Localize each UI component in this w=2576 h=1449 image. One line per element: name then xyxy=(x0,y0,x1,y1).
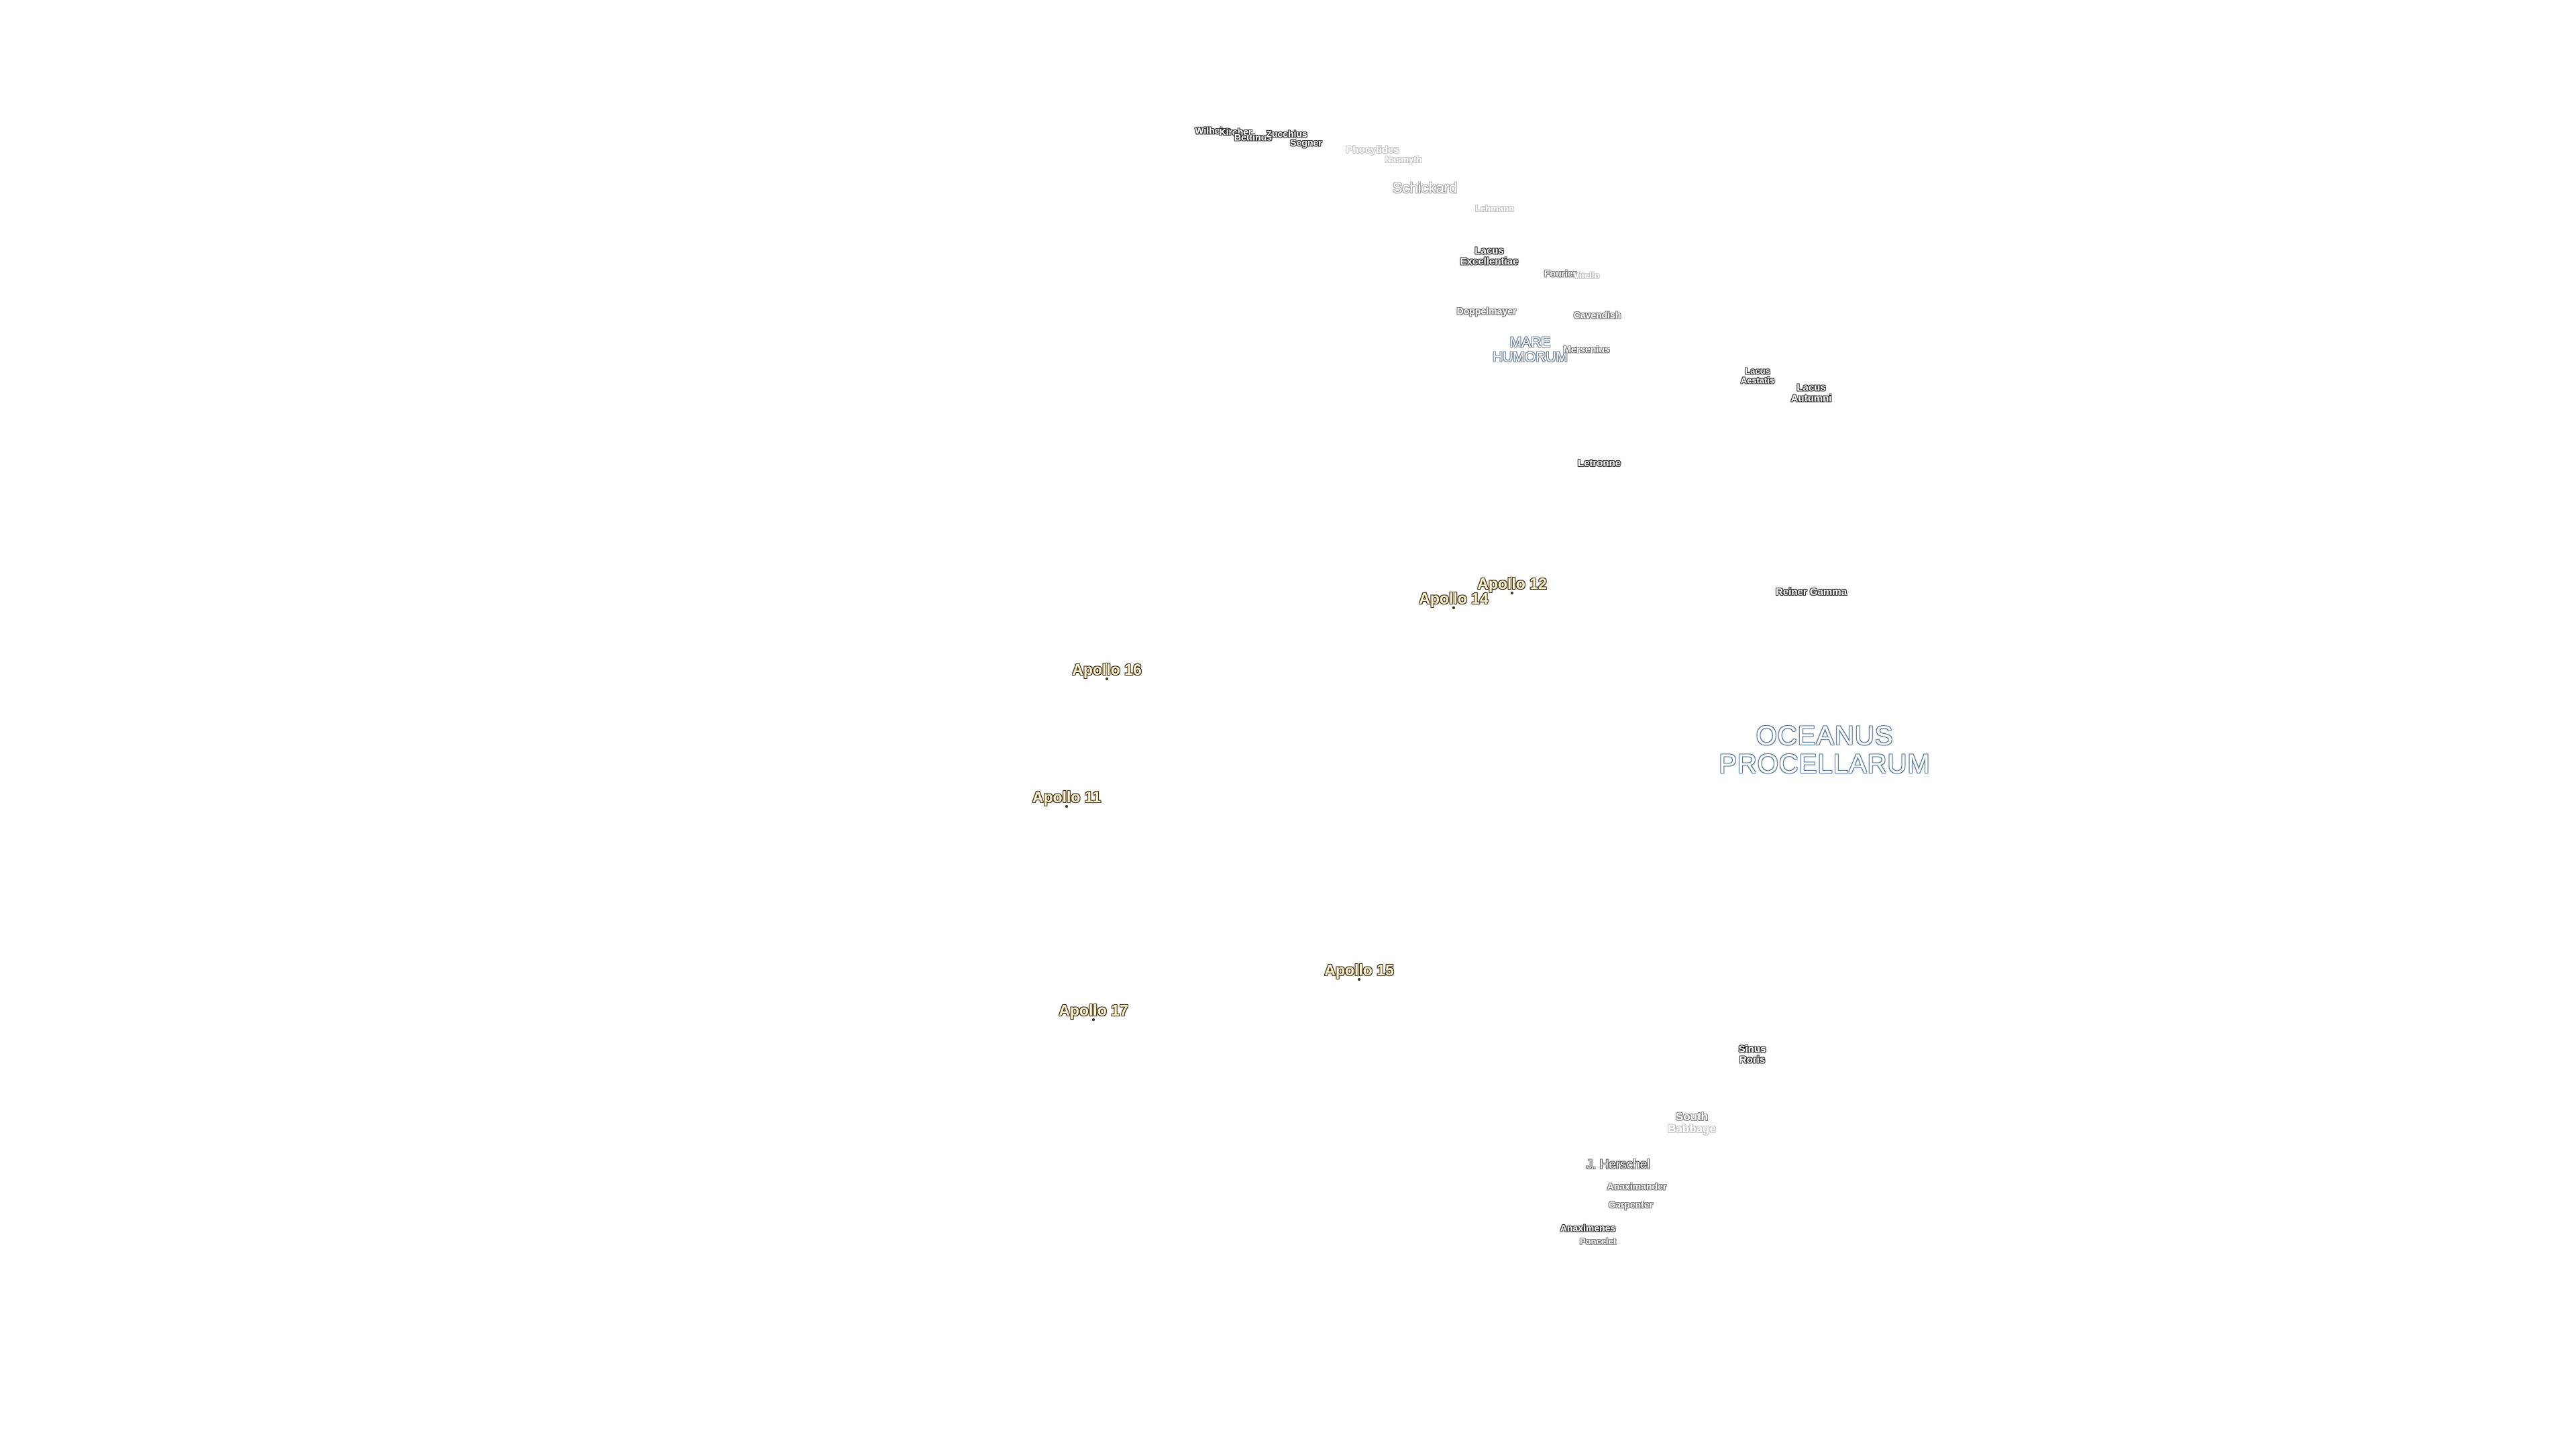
apollo-site-label-16[interactable]: Apollo 16 xyxy=(1072,661,1142,678)
apollo-site-text: Apollo 15 xyxy=(1324,961,1394,979)
crater-label-text: Phocylides xyxy=(1346,144,1399,156)
crater-label-text: Letronne xyxy=(1577,458,1621,470)
lacus-label-autumni[interactable]: Lacus Autumni xyxy=(1791,382,1832,404)
apollo-site-label-14[interactable]: Apollo 14 xyxy=(1419,590,1489,606)
crater-label-kircher[interactable]: Kircher xyxy=(1219,127,1252,138)
crater-label-fourier[interactable]: Fourier xyxy=(1544,268,1577,279)
apollo-site-label-17[interactable]: Apollo 17 xyxy=(1059,1002,1128,1018)
crater-label-vitello[interactable]: Vitello xyxy=(1574,271,1600,280)
crater-label-text: Wilhelm xyxy=(1195,125,1231,136)
crater-label-text: Fourier xyxy=(1544,268,1577,279)
crater-label-wilhelm[interactable]: Wilhelm xyxy=(1195,125,1231,136)
apollo-site-text: Apollo 17 xyxy=(1059,1001,1128,1019)
crater-label-south-babbage[interactable]: South Babbage xyxy=(1668,1111,1716,1135)
sinus-label-roris[interactable]: Sinus Roris xyxy=(1739,1044,1766,1065)
feature-label-text: Reiner Gamma xyxy=(1776,586,1847,598)
apollo-site-label-11[interactable]: Apollo 11 xyxy=(1032,789,1101,805)
mare-label-humorum[interactable]: MARE HUMORUM xyxy=(1493,335,1568,365)
lacus-label-line-1: Lacus xyxy=(1745,366,1770,376)
apollo-14-marker-icon[interactable] xyxy=(1452,606,1455,609)
crater-label-phocylides[interactable]: Phocylides xyxy=(1346,145,1399,156)
apollo-site-label-12[interactable]: Apollo 12 xyxy=(1477,576,1547,592)
feature-label-reiner-gamma[interactable]: Reiner Gamma xyxy=(1776,587,1847,598)
crater-label-mersenius[interactable]: Mersenius xyxy=(1563,343,1610,355)
lacus-label-line-1: Lacus xyxy=(1474,245,1504,257)
sinus-label-line-1: Sinus xyxy=(1738,1043,1766,1055)
crater-label-line-2: Babbage xyxy=(1668,1122,1716,1135)
crater-label-carpenter[interactable]: Carpenter xyxy=(1608,1199,1654,1210)
crater-label-poncelet[interactable]: Poncelet xyxy=(1580,1237,1616,1246)
crater-label-lehmann[interactable]: Lehmann xyxy=(1475,204,1514,213)
sinus-label-line-2: Roris xyxy=(1739,1054,1766,1065)
crater-label-bettinus[interactable]: Bettinus xyxy=(1234,131,1272,143)
apollo-11-marker-icon[interactable] xyxy=(1065,805,1068,808)
crater-label-line-1: South xyxy=(1675,1110,1709,1124)
crater-label-text: Carpenter xyxy=(1608,1199,1654,1210)
crater-label-segner[interactable]: Segner xyxy=(1290,138,1322,148)
apollo-site-text: Apollo 11 xyxy=(1032,788,1102,806)
apollo-site-text: Apollo 12 xyxy=(1477,574,1547,592)
crater-label-text: J. Herschel xyxy=(1586,1158,1650,1173)
apollo-17-marker-icon[interactable] xyxy=(1092,1018,1095,1021)
lacus-label-aestatis[interactable]: Lacus Aestatis xyxy=(1741,366,1775,384)
lacus-label-line-2: Aestatis xyxy=(1740,375,1775,385)
crater-label-text: Segner xyxy=(1290,137,1322,148)
crater-label-nasmyth[interactable]: Nasmyth xyxy=(1385,155,1422,164)
crater-label-anaximenes[interactable]: Anaximenes xyxy=(1560,1222,1616,1234)
apollo-site-label-15[interactable]: Apollo 15 xyxy=(1324,962,1394,978)
crater-label-doppelmayer[interactable]: Doppelmayer xyxy=(1456,305,1517,317)
crater-label-text: Doppelmayer xyxy=(1456,305,1517,317)
mare-label-line-2: HUMORUM xyxy=(1493,350,1568,365)
apollo-site-text: Apollo 16 xyxy=(1072,660,1142,678)
crater-label-anaximander[interactable]: Anaximander xyxy=(1607,1181,1667,1192)
crater-label-schickard[interactable]: Schickard xyxy=(1393,180,1458,195)
crater-label-text: Nasmyth xyxy=(1385,154,1422,165)
crater-label-text: Anaximenes xyxy=(1560,1222,1616,1234)
apollo-15-marker-icon[interactable] xyxy=(1358,978,1360,981)
lacus-label-line-2: Autumni xyxy=(1790,392,1832,404)
crater-label-text: Zucchius xyxy=(1266,128,1307,140)
lacus-label-excellentiae[interactable]: Lacus Excellentiae xyxy=(1460,246,1519,267)
ocean-label-line-2: PROCELLARUM xyxy=(1719,749,1931,779)
crater-label-zucchius[interactable]: Zucchius xyxy=(1266,129,1307,140)
apollo-16-marker-icon[interactable] xyxy=(1106,678,1108,680)
crater-label-text: Lehmann xyxy=(1475,203,1514,214)
crater-label-text: Vitello xyxy=(1573,270,1600,281)
crater-label-text: Bettinus xyxy=(1234,131,1272,143)
crater-label-text: Poncelet xyxy=(1579,1236,1617,1247)
lacus-label-line-2: Excellentiae xyxy=(1460,256,1519,267)
crater-label-cavendish[interactable]: Cavendish xyxy=(1573,309,1621,321)
mare-label-line-1: MARE xyxy=(1509,334,1551,350)
crater-label-letronne[interactable]: Letronne xyxy=(1578,458,1621,469)
crater-label-text: Anaximander xyxy=(1607,1181,1667,1192)
ocean-label-procellarum[interactable]: OCEANUS PROCELLARUM xyxy=(1719,722,1931,778)
lacus-label-line-1: Lacus xyxy=(1796,382,1826,394)
crater-label-j-herschel[interactable]: J. Herschel xyxy=(1586,1159,1650,1172)
crater-label-text: Kircher xyxy=(1219,126,1252,138)
crater-label-text: Schickard xyxy=(1392,179,1458,197)
crater-label-text: Mersenius xyxy=(1563,343,1610,355)
apollo-site-text: Apollo 14 xyxy=(1419,589,1489,607)
apollo-12-marker-icon[interactable] xyxy=(1511,592,1513,594)
crater-label-text: Cavendish xyxy=(1573,309,1621,321)
ocean-label-line-1: OCEANUS xyxy=(1756,721,1894,751)
